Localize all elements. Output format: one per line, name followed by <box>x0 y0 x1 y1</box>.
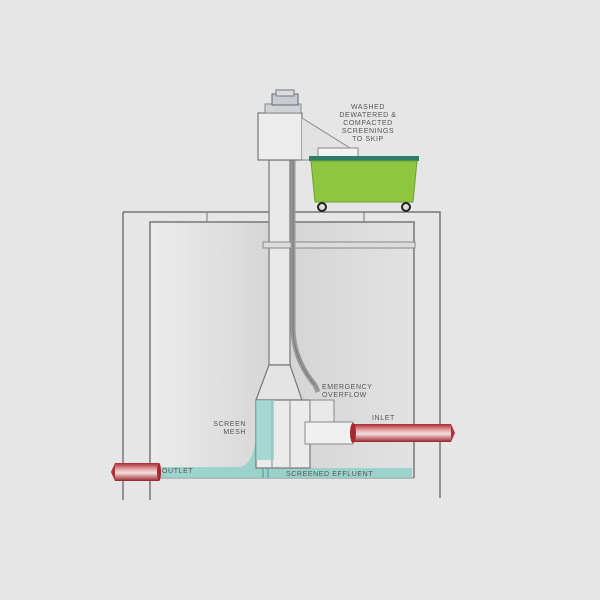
skip-note-line1: WASHED <box>350 104 386 111</box>
skip-note-line4: SCREENINGS <box>341 128 395 135</box>
screen-line1: SCREEN <box>213 421 246 428</box>
emergency-line1: EMERGENCY <box>322 384 373 391</box>
screen-mesh-label: SCREEN MESH <box>200 421 246 437</box>
outlet-pipe <box>111 463 161 481</box>
inlet-label: INLET <box>372 415 395 422</box>
skip-note-line3: COMPACTED <box>343 120 393 127</box>
skip-note-line5: TO SKIP <box>352 136 384 143</box>
emergency-overflow-label: EMERGENCY OVERFLOW <box>322 384 373 400</box>
outlet-label: OUTLET <box>162 468 194 475</box>
skip-wheel-left <box>317 202 327 212</box>
compactor-head <box>257 89 359 161</box>
emergency-line2: OVERFLOW <box>322 392 367 399</box>
screen-line2: MESH <box>223 429 246 436</box>
skip-note-line2: DEWATERED & <box>339 112 397 119</box>
inlet-pipe <box>350 423 455 443</box>
skip-note-label: WASHED DEWATERED & COMPACTED SCREENINGS … <box>336 104 400 144</box>
screw-column <box>255 159 416 478</box>
screened-effluent-water <box>160 426 412 478</box>
skip-bin <box>309 156 419 212</box>
skip-wheel-right <box>401 202 411 212</box>
screened-effluent-label: SCREENED EFFLUENT <box>286 471 374 478</box>
